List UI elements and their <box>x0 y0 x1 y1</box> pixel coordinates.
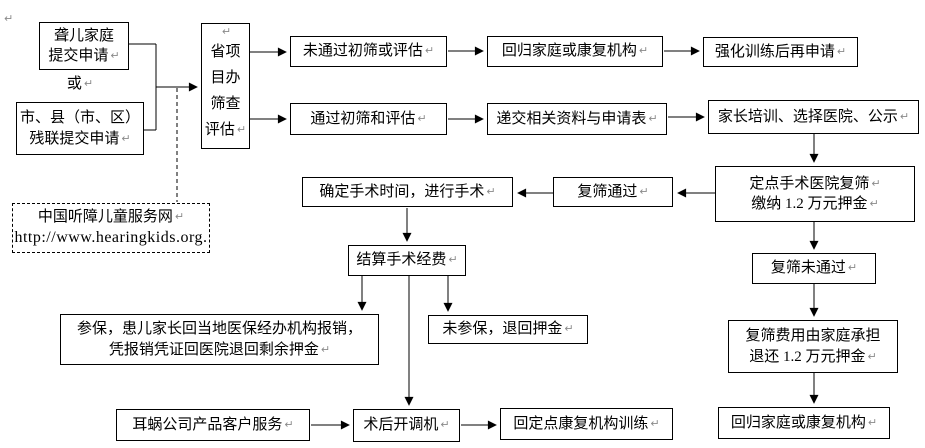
info-box-service-website: 中国听障儿童服务网↵ http://www.hearingkids.org. <box>12 203 210 253</box>
box-provincial-office: ↵ 省项 目办 筛查 评估↵ <box>201 23 250 149</box>
box-text: 目办 <box>210 70 241 86</box>
box-return-home-bottom: 回归家庭或康复机构↵ <box>718 407 890 439</box>
return-mark: ↵ <box>236 123 247 136</box>
box-text: 术后开调机 <box>363 417 439 434</box>
box-text: 通过初筛和评估 <box>310 110 416 127</box>
box-text: 耳蜗公司产品客户服务 <box>132 416 283 433</box>
box-retrain-reapply: 强化训练后再申请↵ <box>703 37 858 67</box>
or-label: 或↵ <box>58 74 102 94</box>
box-text: 或 <box>66 75 82 92</box>
box-uninsured-refund: 未参保，退回押金↵ <box>428 315 588 344</box>
box-text: 复筛未通过 <box>770 260 846 277</box>
box-text: 回定点康复机构训练 <box>513 415 649 432</box>
box-text: 递交相关资料与申请表 <box>496 110 647 127</box>
return-mark: ↵ <box>221 25 232 38</box>
box-text: 省项 <box>210 44 241 60</box>
box-rehab-training: 回定点康复机构训练↵ <box>500 408 673 440</box>
box-text: 回归家庭或康复机构 <box>501 43 637 60</box>
return-mark: ↵ <box>320 342 331 356</box>
return-mark: ↵ <box>284 417 294 431</box>
box-schedule-surgery: 确定手术时间，进行手术↵ <box>302 177 513 207</box>
return-mark: ↵ <box>417 111 427 125</box>
return-mark: ↵ <box>869 197 879 210</box>
box-text: 聋儿家庭 <box>53 27 114 44</box>
box-hospital-rescreen-deposit: 定点手术医院复筛↵ 缴纳 1.2 万元押金↵ <box>715 166 915 222</box>
return-mark: ↵ <box>638 44 649 58</box>
box-text: 凭报销凭证回医院退回剩余押金 <box>108 341 319 358</box>
return-mark: ↵ <box>836 44 847 58</box>
box-text: 未参保，退回押金 <box>442 321 563 338</box>
box-text: 提交申请 <box>48 48 109 64</box>
box-settle-surgery-expense: 结算手术经费↵ <box>348 245 466 276</box>
box-text: 确定手术时间，进行手术 <box>319 183 485 200</box>
website-title: 中国听障儿童服务网 <box>37 209 173 226</box>
return-mark: ↵ <box>847 261 858 275</box>
return-mark: ↵ <box>639 184 649 198</box>
box-canlian-apply: 市、县（市、区） 残联提交申请↵ <box>16 102 144 155</box>
box-text: 残联提交申请 <box>29 130 120 147</box>
box-text: 市、县（市、区） <box>19 110 140 127</box>
return-mark: ↵ <box>867 415 878 429</box>
box-text: 参保，患儿家长回当地医保经办机构报销， <box>76 321 362 338</box>
box-text: 筛查 <box>210 96 241 112</box>
return-mark: ↵ <box>867 349 877 363</box>
return-mark: ↵ <box>648 111 658 125</box>
return-mark: ↵ <box>650 416 660 430</box>
return-mark: ↵ <box>121 131 131 145</box>
website-url: http://www.hearingkids.org. <box>14 229 208 247</box>
box-text: 复筛通过 <box>577 183 638 200</box>
box-text: 家长培训、选择医院、公示 <box>717 108 898 125</box>
return-mark: ↵ <box>440 418 450 432</box>
box-post-surgery-tuning: 术后开调机↵ <box>353 409 460 442</box>
return-mark: ↵ <box>899 109 910 123</box>
box-text: 退还 1.2 万元押金 <box>749 348 866 365</box>
box-rescreen-fail: 复筛未通过↵ <box>752 253 876 284</box>
box-text: 缴纳 1.2 万元押金 <box>751 196 868 212</box>
return-mark: ↵ <box>448 253 458 267</box>
box-text: 回归家庭或康复机构 <box>730 414 866 431</box>
return-mark: ↵ <box>564 322 574 336</box>
box-text: 未通过初筛或评估 <box>302 43 423 60</box>
return-mark: ↵ <box>83 76 94 90</box>
box-submit-documents: 递交相关资料与申请表↵ <box>487 103 667 135</box>
box-text: 强化训练后再申请 <box>714 43 835 60</box>
box-parent-training: 家长培训、选择医院、公示↵ <box>708 100 919 134</box>
return-mark: ↵ <box>424 44 435 58</box>
box-return-home-top: 回归家庭或康复机构↵ <box>487 36 663 67</box>
box-rescreen-pass: 复筛通过↵ <box>553 177 673 207</box>
box-cochlear-customer-service: 耳蜗公司产品客户服务↵ <box>116 409 310 441</box>
return-mark: ↵ <box>110 49 120 62</box>
box-text: 结算手术经费 <box>356 252 447 269</box>
return-mark: ↵ <box>486 184 496 198</box>
box-insured-reimbursement: 参保，患儿家长回当地医保经办机构报销， 凭报销凭证回医院退回剩余押金↵ <box>60 314 379 365</box>
box-family-apply: 聋儿家庭 提交申请↵ <box>39 22 129 70</box>
box-rescreen-cost-refund: 复筛费用由家庭承担 退还 1.2 万元押金↵ <box>728 320 898 373</box>
box-text: 定点手术医院复筛 <box>749 175 870 192</box>
box-fail-initial-screening: 未通过初筛或评估↵ <box>290 36 447 67</box>
return-mark: ↵ <box>871 176 881 190</box>
box-pass-initial-screening: 通过初筛和评估↵ <box>290 103 447 135</box>
return-mark: ↵ <box>174 210 185 224</box>
box-text: 复筛费用由家庭承担 <box>745 328 881 345</box>
stray-return-mark: ↵ <box>4 12 14 25</box>
box-text: 评估 <box>204 122 235 138</box>
